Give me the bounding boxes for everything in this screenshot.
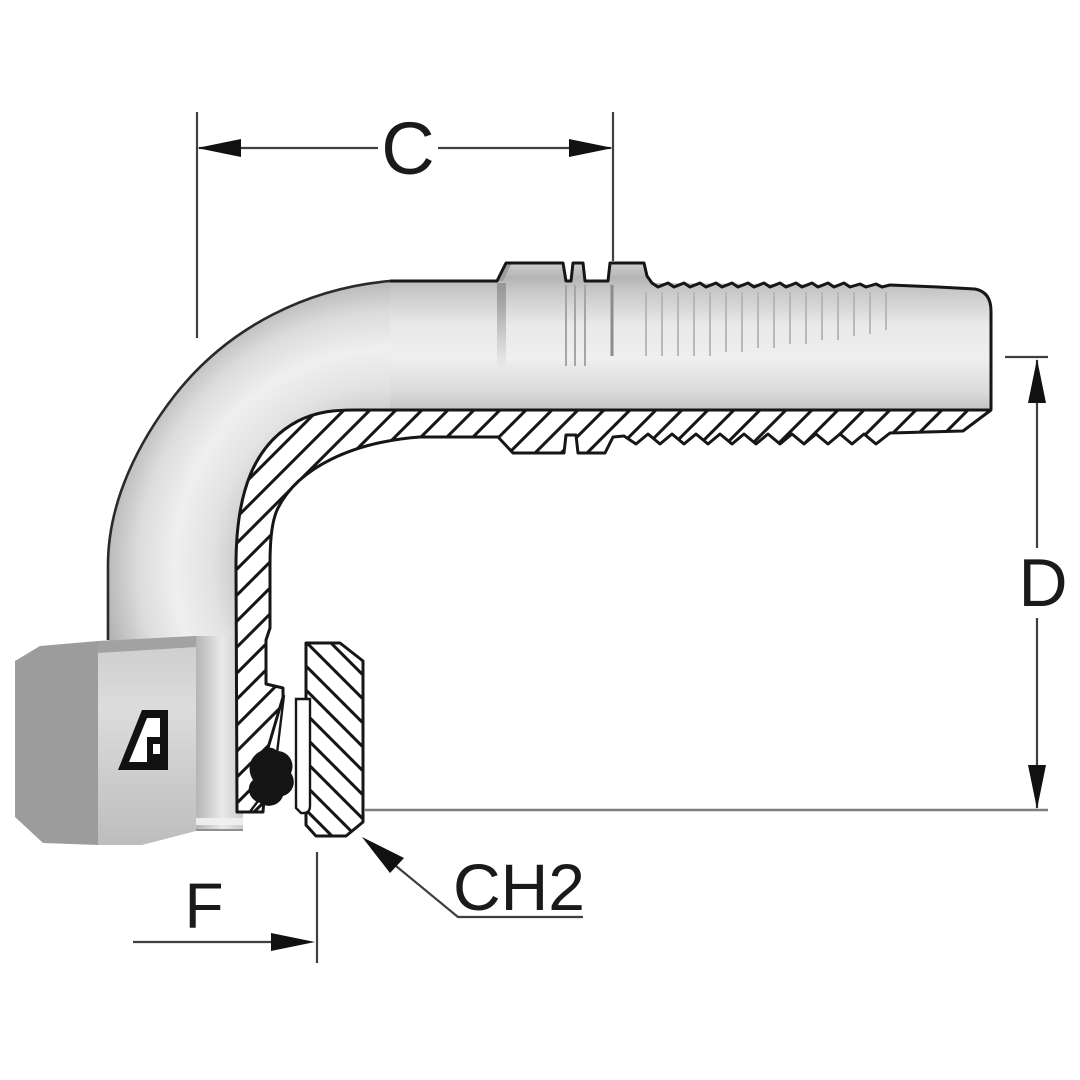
tube-outline [390,261,993,409]
brand-logo-icon [118,710,168,770]
dim-label-f: F [184,870,223,942]
o-ring-seal [248,694,294,814]
arrowhead-right [271,933,315,951]
arrowhead-down [1028,765,1046,809]
section-cut-elbow [234,408,993,814]
hex-nut [15,636,196,845]
dim-label-ch2: CH2 [453,850,585,924]
dimension-F: F [133,852,319,963]
tube-end-spigot [294,697,312,815]
dimension-D: D [365,355,1068,812]
hose-barb-body [106,261,993,640]
nut-section-piece [304,641,365,838]
dim-label-d: D [1018,545,1067,621]
bend-outline [106,279,391,640]
callout-CH2: CH2 [362,837,585,924]
arrowhead-right [569,139,613,157]
nut-top-shelf [98,636,196,653]
dim-label-c: C [381,107,434,190]
arrowhead-left [197,139,241,157]
rib-shading [645,292,887,356]
collar-shadow [497,283,506,367]
leader-arrowhead [362,837,404,873]
dimension-C: C [195,107,615,338]
arrowhead-up [1028,359,1046,403]
nut-side-facet [15,641,98,845]
